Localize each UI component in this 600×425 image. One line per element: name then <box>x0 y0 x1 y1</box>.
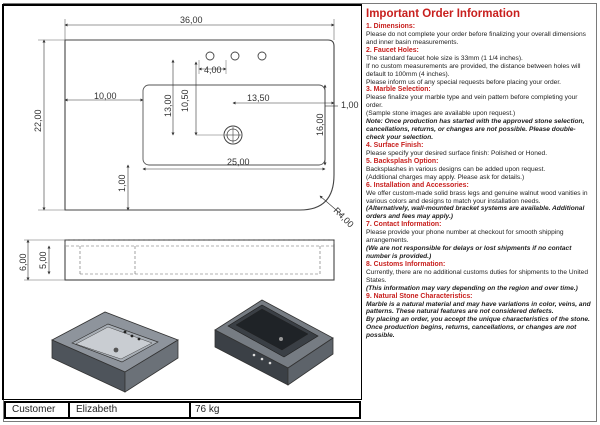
info-section-heading: 8. Customs Information: <box>366 260 446 268</box>
info-section-text: Marble is a natural material and may hav… <box>366 300 591 316</box>
customer-name: Elizabeth <box>76 404 118 415</box>
isometric-view-back <box>214 299 334 386</box>
drawing-frame <box>2 4 362 400</box>
info-section-heading: 5. Backsplash Option: <box>366 157 439 165</box>
front-view: 6,00 5,00 <box>18 239 335 281</box>
dim-left-offset: 10,00 <box>94 91 117 101</box>
info-title: Important Order Information <box>366 8 520 20</box>
dim-drain-offset: 13,50 <box>247 93 270 103</box>
order-information-panel: Important Order Information 1. Dimension… <box>362 8 594 420</box>
info-section: 1. Dimensions:Please do not complete you… <box>366 23 594 47</box>
title-block: Customer Elizabeth <box>4 401 191 419</box>
weight-cell: 76 kg <box>191 401 361 419</box>
dim-hole-to-drain: 10,50 <box>180 89 190 112</box>
info-section-text: (Additional charges may apply. Please as… <box>366 173 525 181</box>
info-section: 3. Marble Selection:Please finalize your… <box>366 86 594 141</box>
info-section: 8. Customs Information:Currently, there … <box>366 261 594 293</box>
info-section-text: Backsplashes in various designs can be a… <box>366 165 546 173</box>
info-section: 2. Faucet Holes:The standard faucet hole… <box>366 47 594 87</box>
info-section-heading: 6. Installation and Accessories: <box>366 181 469 189</box>
info-section-text: (Sample stone images are available upon … <box>366 110 516 118</box>
dim-overall-depth: 22,00 <box>33 109 43 132</box>
info-sections: 1. Dimensions:Please do not complete you… <box>362 23 594 340</box>
customer-label: Customer <box>6 403 70 417</box>
info-section: 4. Surface Finish:Please specify your de… <box>366 142 594 158</box>
dim-top-to-drain: 13,00 <box>163 94 173 117</box>
info-section-text: The standard faucet hole size is 33mm (1… <box>366 54 523 62</box>
weight-value: 76 kg <box>195 404 220 415</box>
dim-basin-depth: 16,00 <box>315 113 325 136</box>
info-section-heading: 1. Dimensions: <box>366 23 416 30</box>
info-section-text: We offer custom-made solid brass legs an… <box>366 189 588 205</box>
info-section-text: If no custom measurements are provided, … <box>366 62 581 78</box>
info-section-heading: 4. Surface Finish: <box>366 141 424 149</box>
info-section-text: Please provide your phone number at chec… <box>366 229 564 245</box>
dim-corner-radius: R4,00 <box>332 205 356 229</box>
info-section-text: (This information may vary depending on … <box>366 284 578 292</box>
info-section-text: Currently, there are no additional custo… <box>366 268 588 284</box>
top-view: 36,00 4,00 10,00 13,00 10,50 13,50 1,00 … <box>33 15 359 229</box>
info-section: 9. Natural Stone Characteristics:Marble … <box>366 293 594 341</box>
dim-overall-width: 36,00 <box>180 15 203 25</box>
info-section: 6. Installation and Accessories:We offer… <box>366 182 594 222</box>
info-section-text: Please finalize your marble type and vei… <box>366 94 578 110</box>
info-section-heading: 9. Natural Stone Characteristics: <box>366 292 473 300</box>
info-section-heading: 7. Contact Information: <box>366 221 442 229</box>
faucet-hole-left <box>205 51 215 61</box>
info-section-text: (We are not responsible for delays or lo… <box>366 245 572 260</box>
info-section: 7. Contact Information:Please provide yo… <box>366 221 594 261</box>
isometric-view-front <box>51 311 179 393</box>
info-section-text: Please specify your desired surface fini… <box>366 149 548 157</box>
dim-basin-width: 25,00 <box>227 157 250 167</box>
dim-hole-spacing: 4,00 <box>204 65 222 75</box>
technical-drawing: 36,00 4,00 10,00 13,00 10,50 13,50 1,00 … <box>2 4 362 400</box>
info-section: 5. Backsplash Option:Backsplashes in var… <box>366 158 594 182</box>
dim-basin-height: 5,00 <box>38 251 48 269</box>
info-section-text: Please inform us of any special requests… <box>366 78 561 86</box>
faucet-hole-right <box>257 51 267 61</box>
info-section-text: (Alternatively, wall-mounted bracket sys… <box>366 205 585 221</box>
dim-bottom-margin: 1,00 <box>117 174 127 192</box>
info-section-text: By placing an order, you accept the uniq… <box>366 316 590 340</box>
info-section-heading: 3. Marble Selection: <box>366 86 431 94</box>
info-section-text: Note: Once production has started with t… <box>366 118 585 141</box>
info-section-text: Please do not complete your order before… <box>366 31 586 46</box>
faucet-hole-center <box>230 51 240 61</box>
dim-total-height: 6,00 <box>18 253 28 271</box>
info-section-heading: 2. Faucet Holes: <box>366 46 419 54</box>
dim-right-margin: 1,00 <box>341 100 359 110</box>
